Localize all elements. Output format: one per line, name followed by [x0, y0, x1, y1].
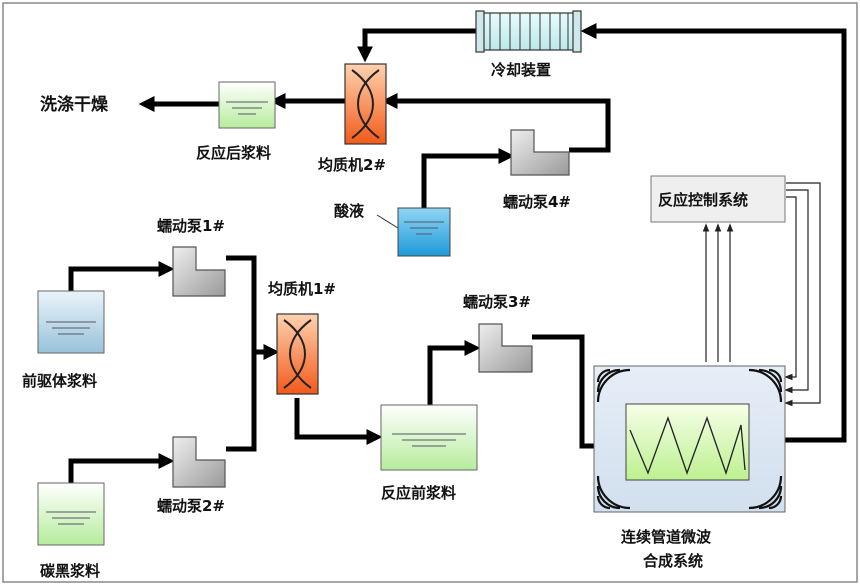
peristaltic-pump-icon: [172, 436, 226, 488]
pump3-label: 蠕动泵3#: [463, 293, 531, 311]
pipe-carbon-to-pump2: [68, 452, 175, 483]
cooling-label: 冷却装置: [491, 61, 551, 79]
homogenizer2-label: 均质机2#: [318, 156, 386, 174]
microwave-label-line1: 连续管道微波: [621, 528, 712, 546]
microwave-label-line2: 合成系统: [642, 552, 703, 570]
pipe-homogenizer1-to-pre-slurry: [294, 398, 383, 446]
pump2-label: 蠕动泵2#: [157, 497, 225, 515]
carbon-tank: [37, 482, 105, 546]
pre-slurry-tank: [380, 404, 478, 471]
precursor-tank: [37, 290, 105, 354]
homogenizer-icon: [276, 313, 319, 395]
control-signal-lines: [702, 182, 821, 407]
pump1-label: 蠕动泵1#: [157, 217, 225, 235]
pipe-microwave-to-cooler: [580, 22, 847, 443]
peristaltic-pump-icon: [478, 323, 533, 373]
pipe-pump4-to-homogenizer2: [381, 92, 611, 153]
precursor-slurry-label: 前驱体浆料: [22, 372, 97, 390]
cooling-coil-icon: [475, 10, 582, 53]
acid-tank: [397, 207, 451, 257]
control-system-box: [650, 175, 786, 223]
peristaltic-pump-icon: [510, 129, 570, 176]
pipe-precursor-to-pump1: [68, 260, 175, 291]
carbon-slurry-label: 碳黑浆料: [40, 562, 100, 580]
acid-pointer: [376, 214, 399, 229]
reaction-coil-tube: [625, 403, 750, 481]
pump4-label: 蠕动泵4#: [503, 193, 571, 211]
acid-label: 酸液: [334, 202, 365, 220]
post-slurry-label: 反应后浆料: [196, 144, 271, 162]
pipe-cooler-to-homogenizer2: [356, 28, 480, 63]
pipe-pre-slurry-to-pump3: [427, 339, 481, 405]
peristaltic-pump-icon: [172, 246, 226, 297]
homogenizer-icon: [344, 63, 387, 145]
homogenizer1-label: 均质机1#: [268, 280, 336, 298]
pre-slurry-label: 反应前浆料: [381, 484, 456, 502]
zigzag-coil: [629, 416, 746, 476]
wash-dry-label: 洗涤干燥: [40, 94, 109, 115]
control-system-label: 反应控制系统: [658, 191, 748, 209]
post-slurry-tank: [218, 81, 276, 129]
pipe-pump1-to-homogenizer1: [226, 255, 257, 452]
pipe-acid-to-pump4: [421, 147, 515, 208]
microwave-emitter-icon: [596, 368, 783, 510]
